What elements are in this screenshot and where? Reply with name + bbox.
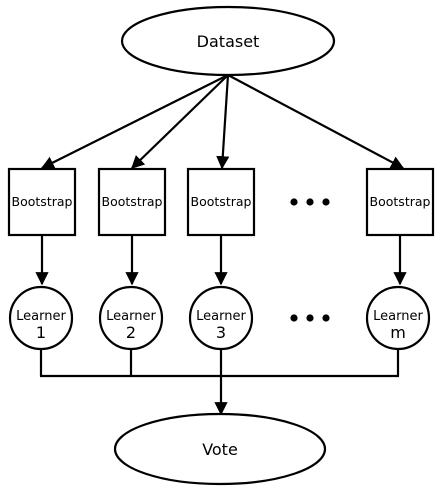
learner-index: 3 [216,323,226,342]
vote-ellipse [113,412,327,486]
bootstrap-ellipsis [290,198,330,206]
bootstrap-box [7,167,77,237]
learner-label: Learner [106,309,156,324]
bootstrap-node-2: Bootstrap [97,167,167,237]
learner-index: 1 [36,323,46,342]
bootstrap-label: Bootstrap [102,194,163,209]
learner-node-m: Learner m [365,285,431,351]
bootstrap-node-1: Bootstrap [7,167,77,237]
learner-label: Learner [16,309,66,324]
arrow-dataset-to-bootstrap-1 [40,74,229,169]
bootstrap-node-3: Bootstrap [186,167,256,237]
bootstrap-label: Bootstrap [191,194,252,209]
arrow-dataset-to-bootstrap-m [227,74,405,169]
dataset-label: Dataset [197,32,260,51]
bootstrap-node-m: Bootstrap [365,167,435,237]
bootstrap-label: Bootstrap [370,194,431,209]
bootstrap-box [97,167,167,237]
learner-index: 2 [126,323,136,342]
arrow-dataset-to-bootstrap-3 [216,74,230,170]
dataset-node: Dataset [120,5,336,77]
learner-ellipsis [290,314,330,322]
vote-label: Vote [202,440,238,459]
vote-node: Vote [113,412,327,486]
bootstrap-label: Bootstrap [12,194,73,209]
learner-node-3: Learner 3 [188,285,254,351]
learner-label: Learner [196,309,246,324]
bootstrap-box [186,167,256,237]
learner-node-1: Learner 1 [8,285,74,351]
arrow-dataset-to-bootstrap-2 [131,74,229,169]
learner-label: Learner [373,309,423,324]
learner-index: m [390,323,406,342]
learner-node-2: Learner 2 [98,285,164,351]
